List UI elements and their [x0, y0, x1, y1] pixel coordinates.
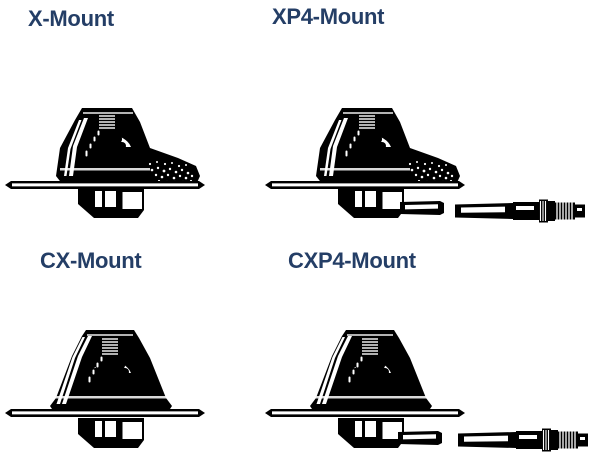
tapered-housing [56, 108, 200, 185]
under-plate-nut [338, 188, 404, 218]
coax-cable [400, 201, 444, 215]
mount-graphic-cx-mount [5, 330, 205, 448]
mounting-plate [265, 409, 465, 417]
mount-graphic-x-mount [5, 108, 205, 218]
mount-graphic-xp4-mount [265, 108, 586, 224]
mount-graphic-cxp4-mount [265, 330, 589, 453]
panel-title-x-mount: X-Mount [28, 6, 114, 31]
panel-title-cxp4-mount: CXP4-Mount [288, 248, 416, 273]
under-plate-nut [338, 418, 404, 448]
threaded-coax-connector [454, 198, 586, 224]
mounting-plate [5, 181, 205, 189]
tapered-housing [316, 108, 460, 185]
mounting-plate [265, 181, 465, 189]
under-plate-nut [78, 188, 144, 218]
mounting-plate [5, 409, 205, 417]
panel-title-cx-mount: CX-Mount [40, 248, 142, 273]
threaded-coax-connector [457, 427, 589, 453]
coax-cable [398, 431, 442, 445]
panel-title-xp4-mount: XP4-Mount [272, 4, 385, 29]
under-plate-nut [78, 418, 144, 448]
